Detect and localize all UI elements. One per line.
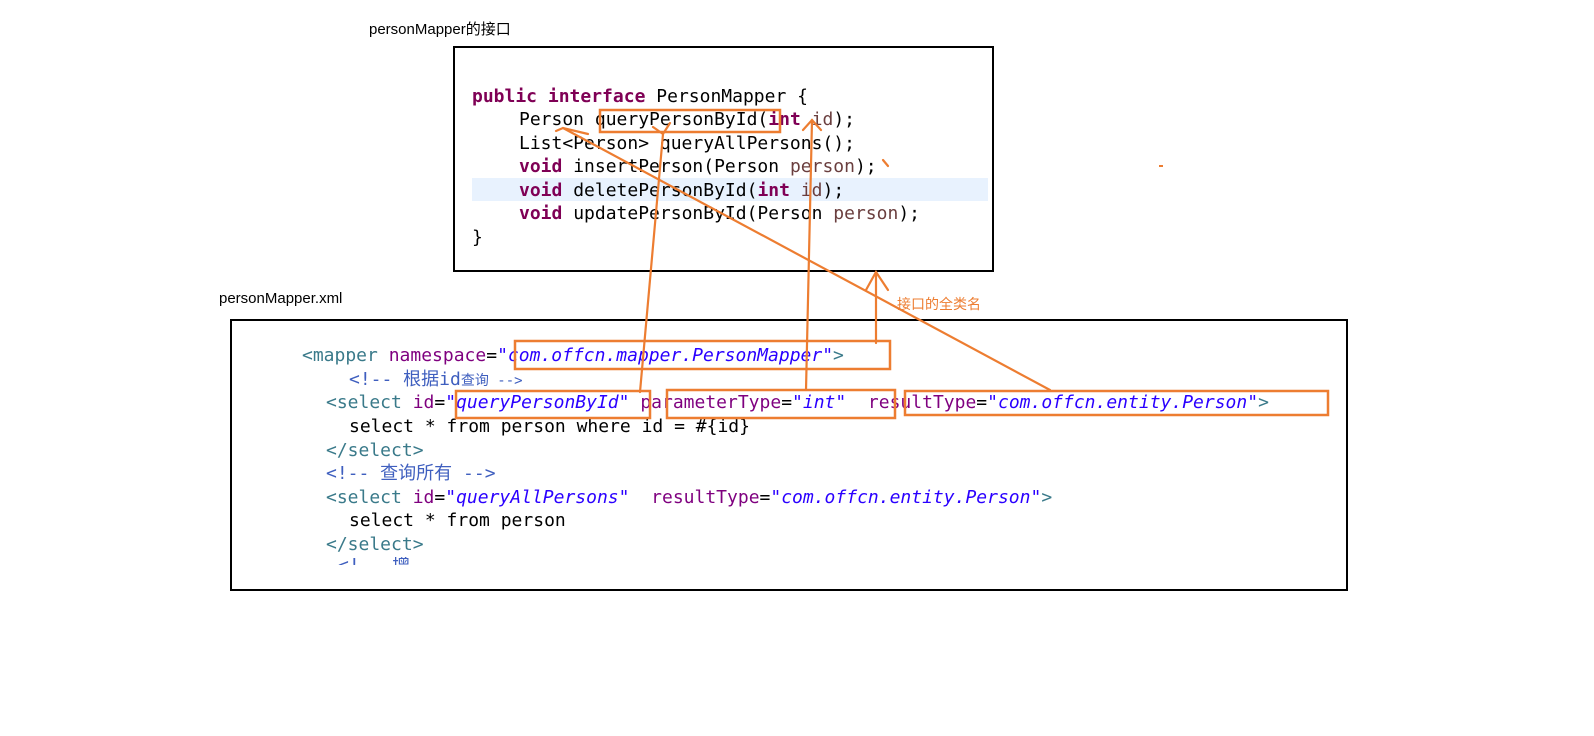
cropped-text: <!-- 增 <box>338 557 410 565</box>
result-type-value: "com.offcn.entity.Person" <box>770 487 1042 508</box>
java-line-6: void updatePersonById(Person person); <box>519 202 920 226</box>
interface-code-panel <box>453 46 994 272</box>
java-line-2: Person queryPersonById(int id); <box>519 108 855 132</box>
result-to-person-arrow <box>561 126 1052 392</box>
paren: ); <box>822 180 845 201</box>
param: person <box>833 203 899 224</box>
cropped-text: ▔▔▔▔▔▔▔▔▔▔▔▔▔▔▔▔▔▔▔▔▔▔▔▔▔▔▔▔▔▔▔ <box>337 321 673 330</box>
java-line-3: List<Person> queryAllPersons(); <box>519 132 855 156</box>
sql: select * from person where id = #{id} <box>349 416 750 437</box>
interface-caption: personMapper的接口 <box>369 21 511 38</box>
keyword: void <box>519 156 563 177</box>
full-class-name-annotation: 接口的全类名 <box>897 296 981 312</box>
result-type-highlight-box <box>903 389 1330 417</box>
arrowhead <box>864 269 890 292</box>
xml-code-panel <box>230 319 1348 591</box>
arrowhead <box>554 126 590 136</box>
comment: <!-- 查询所有 --> <box>326 463 496 484</box>
id-highlight-box <box>454 389 652 420</box>
id-to-method-arrow <box>638 132 665 394</box>
java-line-5: void deletePersonById(int id); <box>519 179 844 203</box>
method-update: updatePersonById(Person <box>562 203 834 224</box>
method-delete: deletePersonById( <box>562 180 758 201</box>
xml-comment-1: <!-- 根据id查询 --> <box>349 368 523 394</box>
xml-select-1: <select id="queryPersonById" parameterTy… <box>326 392 1269 413</box>
namespace-highlight-box <box>513 339 892 371</box>
keyword: void <box>519 203 563 224</box>
xml-query-1: select * from person where id = #{id} <box>349 415 750 439</box>
tag: <select <box>326 392 413 413</box>
tag: <mapper <box>302 345 389 366</box>
xml-select-2: <select id="queryAllPersons" resultType=… <box>326 487 1053 508</box>
tag: <select <box>326 487 413 508</box>
keyword: public <box>472 86 538 107</box>
stray-dot <box>1159 165 1163 167</box>
xml-comment-2: <!-- 查询所有 --> <box>326 462 496 486</box>
tag: > <box>1258 392 1269 413</box>
cropped-top-line: ▔▔▔▔▔▔▔▔▔▔▔▔▔▔▔▔▔▔▔▔▔▔▔▔▔▔▔▔▔▔▔ <box>232 321 1346 337</box>
interface-name: PersonMapper { <box>656 86 808 107</box>
return-type: Person <box>519 109 595 130</box>
comment: <!-- 根据id <box>349 369 461 390</box>
arrowhead <box>651 121 672 136</box>
paren: ); <box>833 109 855 130</box>
attr: id <box>412 392 435 413</box>
namespace-value: "com.offcn.mapper.PersonMapper" <box>497 345 834 366</box>
method-query-all: List<Person> queryAllPersons(); <box>519 133 855 154</box>
sql: select * from person <box>349 510 566 531</box>
attr: namespace <box>388 345 487 366</box>
keyword: void <box>519 180 563 201</box>
comment: 查询 --> <box>460 373 523 389</box>
keyword: interface <box>547 86 646 107</box>
select-id-value: "queryAllPersons" <box>445 487 630 508</box>
java-line-1: public interface PersonMapper { <box>472 85 808 109</box>
paren: ); <box>898 203 921 224</box>
xml-end-1: </select> <box>326 439 424 463</box>
select-id-value: "queryPersonById" <box>445 392 630 413</box>
tag: > <box>1041 487 1053 508</box>
method-highlight-box <box>598 108 782 134</box>
param: person <box>789 156 855 177</box>
paren: ); <box>854 156 877 177</box>
java-line-7: } <box>472 226 483 250</box>
xml-mapper-line: <mapper namespace="com.offcn.mapper.Pers… <box>302 344 844 368</box>
arrowhead <box>801 118 823 132</box>
parameter-type-value: "int" <box>792 392 847 413</box>
attr: resultType <box>651 487 760 508</box>
tag: > <box>833 345 844 366</box>
current-line-highlight <box>472 178 988 201</box>
closing-brace: } <box>472 227 483 248</box>
parameter-type-highlight-box <box>665 388 897 420</box>
xml-query-2: select * from person <box>349 509 566 533</box>
paren: ( <box>757 109 769 130</box>
eq: = <box>486 345 498 366</box>
param: id <box>800 180 823 201</box>
attr: id <box>412 487 435 508</box>
tag: </select> <box>326 534 424 555</box>
keyword: int <box>757 180 790 201</box>
keyword: int <box>768 109 801 130</box>
attr: parameterType <box>640 392 782 413</box>
xml-end-2: </select> <box>326 533 424 557</box>
stray-mark <box>881 158 890 168</box>
cropped-bottom-line: <!-- 增 <box>302 557 502 565</box>
method-query-person-by-id: queryPersonById <box>594 109 758 130</box>
param-to-int-arrow <box>804 118 814 392</box>
xml-caption: personMapper.xml <box>219 290 343 307</box>
tag: </select> <box>326 440 424 461</box>
result-type-value: "com.offcn.entity.Person" <box>987 392 1259 413</box>
